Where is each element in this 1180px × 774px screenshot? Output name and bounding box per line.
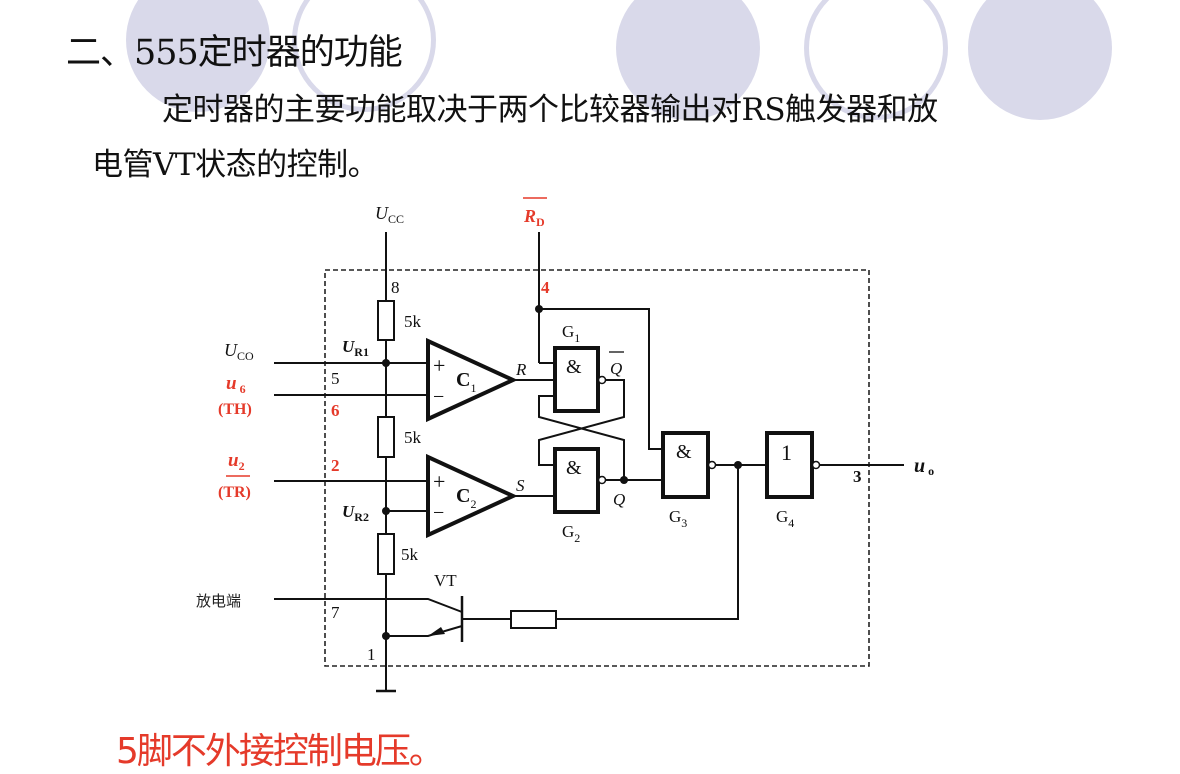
- reset-label: RD: [523, 206, 545, 229]
- slide-title: 二、555定时器的功能: [66, 33, 403, 73]
- g2-symbol: &: [566, 457, 582, 479]
- g3-label: G3: [669, 507, 687, 530]
- comparator-c2: [426, 453, 518, 539]
- pin-7: 7: [331, 603, 340, 622]
- trigger-name: (TR): [218, 484, 251, 501]
- base-resistor: [510, 610, 557, 629]
- pin-4: 4: [541, 278, 550, 297]
- decor-circle-4: [804, 0, 948, 120]
- g4-inverter-bubble: [811, 460, 821, 470]
- c2-label: C2: [456, 485, 476, 511]
- node-reset: [535, 305, 543, 313]
- pin-6: 6: [331, 401, 340, 420]
- g1-inverter-bubble: [597, 375, 607, 385]
- gate-g1: [553, 346, 600, 413]
- resistor-r2: [377, 416, 395, 458]
- node-q: [620, 476, 628, 484]
- c1-minus: −: [433, 386, 444, 408]
- c2-minus: −: [433, 502, 444, 524]
- g2-inverter-bubble: [597, 475, 607, 485]
- gate-g2: [553, 447, 600, 514]
- ur2-label: UR2: [342, 502, 369, 524]
- emitter-wire: [386, 625, 463, 637]
- chip-boundary: [324, 269, 870, 667]
- ur1-label: UR1: [342, 337, 369, 359]
- c1-label: C1: [456, 369, 476, 395]
- note-text: 5脚不外接控制电压。: [116, 731, 445, 772]
- reset-to-g3: [539, 308, 663, 450]
- transistor-label: VT: [434, 571, 457, 590]
- resistor-r1: [377, 300, 395, 341]
- g4-label: G4: [776, 507, 794, 530]
- g1-symbol: &: [566, 356, 582, 378]
- g3-symbol: &: [676, 441, 692, 463]
- c1-plus: +: [433, 353, 445, 378]
- pin-3: 3: [853, 467, 862, 486]
- decor-circle-1: [126, 0, 270, 112]
- discharge-label: 放电端: [196, 592, 241, 610]
- pin-1: 1: [367, 645, 376, 664]
- body-text-line-2: 电管VT状态的控制。: [92, 147, 379, 183]
- g1-label: G1: [562, 322, 580, 345]
- g4-symbol: 1: [781, 440, 792, 465]
- pin-2: 2: [331, 456, 340, 475]
- uco-label: UCO: [224, 340, 254, 363]
- decor-circle-3: [616, 0, 760, 120]
- q-label: Q: [613, 490, 625, 509]
- discharge-collector-wire: [274, 598, 463, 613]
- g2-label: G2: [562, 522, 580, 545]
- s-label: S: [516, 476, 525, 495]
- r3-value: 5k: [401, 545, 419, 564]
- trigger-label: u2: [228, 450, 245, 473]
- decor-circle-2: [292, 0, 436, 112]
- c2-plus: +: [433, 469, 445, 494]
- qbar-label: Q: [610, 359, 622, 378]
- r2-value: 5k: [404, 428, 422, 447]
- q-feedback: [538, 395, 625, 480]
- comparator-c1: [426, 337, 518, 423]
- decor-circle-5: [968, 0, 1112, 120]
- pin-8: 8: [391, 278, 400, 297]
- ucc-label: UCC: [375, 203, 404, 226]
- r1-value: 5k: [404, 312, 422, 331]
- pin-5: 5: [331, 369, 340, 388]
- g3-inverter-bubble: [707, 460, 717, 470]
- body-text-line-1: 定时器的主要功能取决于两个比较器输出对RS触发器和放: [162, 92, 938, 128]
- transistor-drive-wire: [556, 465, 739, 620]
- threshold-name: (TH): [218, 401, 252, 418]
- r-label: R: [515, 360, 527, 379]
- resistor-r3: [377, 533, 395, 575]
- emitter-arrow-icon: [428, 627, 445, 636]
